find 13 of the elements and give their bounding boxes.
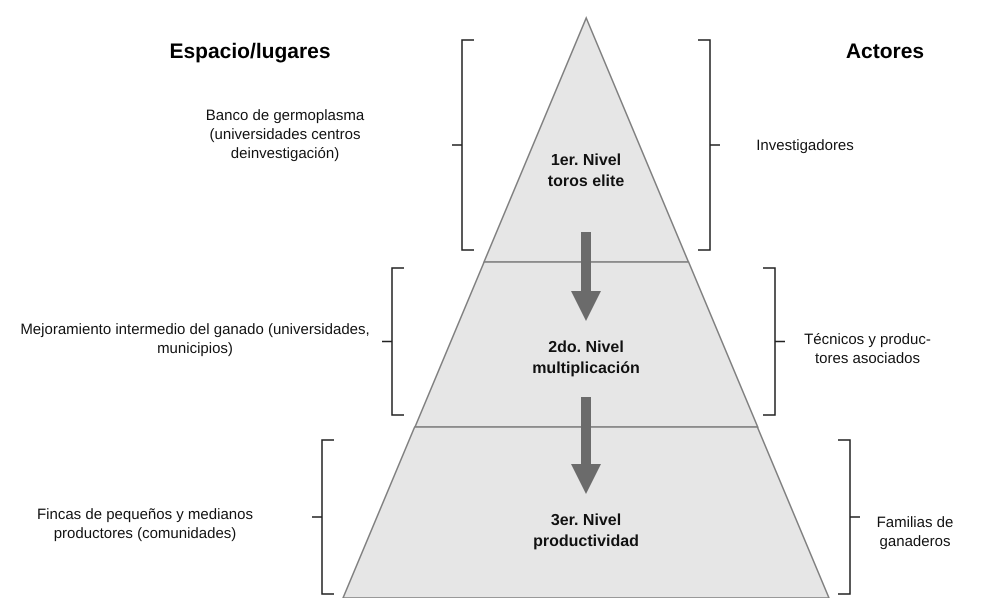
actor-label: Familias de ganaderos xyxy=(876,513,954,551)
column-heading: Espacio/lugares xyxy=(168,40,332,64)
level-title: 3er. Nivel productividad xyxy=(532,511,640,552)
place-label: Fincas de pequeños y medianos productores (comunidades) xyxy=(36,505,254,543)
actor-label: Técnicos y produc- tores asociados xyxy=(803,330,932,368)
arrow xyxy=(571,232,601,321)
place-label: Banco de germoplasma (universidades centros deinvestigación) xyxy=(204,106,366,163)
place-label: Mejoramiento intermedio del ganado (universidades, municipios) xyxy=(19,320,371,358)
column-heading: Actores xyxy=(844,40,926,64)
level-title: 2do. Nivel multiplicación xyxy=(531,338,641,379)
level-title: 1er. Nivel toros elite xyxy=(546,151,626,192)
arrow xyxy=(571,397,601,494)
actor-label: Investigadores xyxy=(755,136,855,155)
